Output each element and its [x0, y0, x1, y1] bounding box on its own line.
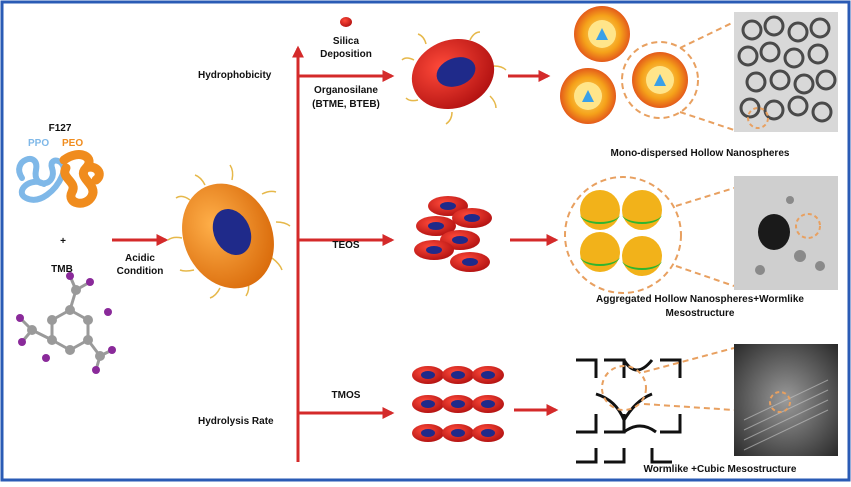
acidic-label-line2: Condition — [117, 266, 164, 277]
teos-label: TEOS — [332, 240, 360, 251]
tmb-label: TMB — [51, 264, 73, 275]
acidic-label-line1: Acidic — [125, 253, 155, 264]
cubic-mesostructure-icon — [576, 358, 682, 464]
teos-particle-stack-icon — [414, 196, 492, 272]
tem-image-aggregated — [734, 176, 838, 290]
caption-middle-line1: Aggregated Hollow Nanospheres+Wormlike — [596, 294, 804, 305]
caption-top: Mono-dispersed Hollow Nanospheres — [611, 148, 790, 159]
peo-label: PEO — [62, 138, 83, 149]
plus-sign: + — [60, 236, 66, 247]
ppo-label: PPO — [28, 138, 49, 149]
tmb-molecule-icon — [16, 272, 116, 374]
organosilane-label-line2: (BTME, BTEB) — [312, 99, 380, 110]
hollow-nanosphere-cluster-icon — [560, 6, 735, 131]
caption-bottom: Wormlike +Cubic Mesostructure — [644, 464, 797, 475]
tmos-label: TMOS — [332, 390, 361, 401]
cubic-leader-top — [643, 347, 735, 373]
f127-polymer-icon — [16, 150, 104, 208]
hydrolysis-rate-label: Hydrolysis Rate — [198, 416, 274, 427]
organosilane-coated-micelle-icon — [401, 31, 507, 125]
micelle-icon — [167, 164, 291, 299]
tem-image-cubic — [734, 344, 838, 456]
f127-label: F127 — [49, 123, 72, 134]
cubic-highlight-circle — [601, 365, 647, 411]
aggregated-hollow-spheres-icon — [564, 176, 735, 294]
caption-middle-line2: Mesostructure — [666, 308, 735, 319]
silica-label-line2: Deposition — [320, 49, 372, 60]
tmos-particle-grid-icon — [412, 366, 504, 442]
silica-particle-icon — [340, 17, 352, 27]
organosilane-label-line1: Organosilane — [314, 85, 378, 96]
hydrophobicity-label: Hydrophobicity — [198, 70, 272, 81]
silica-label-line1: Silica — [333, 36, 360, 47]
cubic-leader-bottom — [643, 403, 735, 411]
tem-image-hollow-spheres — [734, 12, 838, 132]
